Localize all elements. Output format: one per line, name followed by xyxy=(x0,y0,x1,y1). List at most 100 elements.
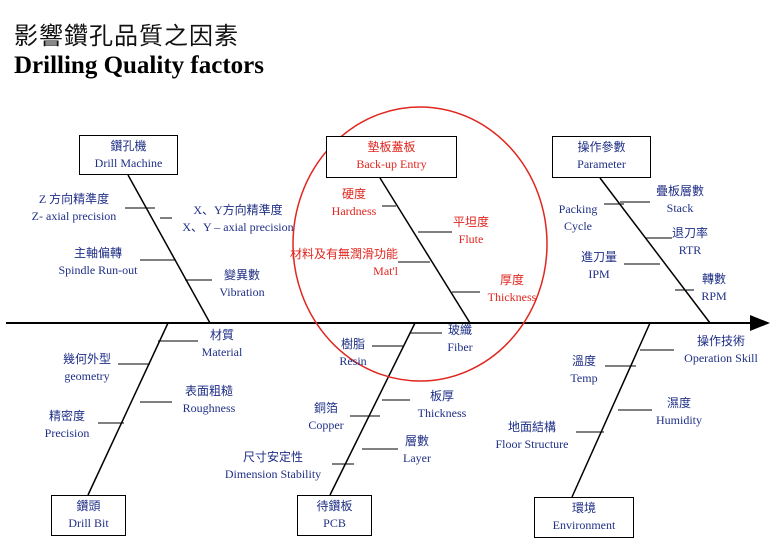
factor-operation-cn: 操作技術 xyxy=(696,334,745,348)
factor-fiber: 玻纖 Fiber xyxy=(440,322,480,356)
category-backup-entry-cn: 墊板蓋板 xyxy=(367,140,416,154)
bone-parameter xyxy=(599,177,711,324)
bone-backup-entry xyxy=(379,177,471,324)
factor-humidity-cn: 濕度 xyxy=(666,396,691,410)
factor-operation-en: Operation Skill xyxy=(684,351,758,365)
factor-spindle-cn: 主軸偏轉 xyxy=(73,246,122,260)
factor-material-lub-en: Mat'l xyxy=(373,264,398,278)
factor-material: 材質 Material xyxy=(196,327,248,361)
factor-material-lub-cn: 材料及有無潤滑功能 xyxy=(289,247,398,261)
factor-material-cn: 材質 xyxy=(209,328,234,342)
factor-temp-en: Temp xyxy=(570,371,598,385)
factor-precision: 精密度 Precision xyxy=(36,408,98,442)
factor-board-thickness-en: Thickness xyxy=(417,406,467,420)
category-backup-entry: 墊板蓋板 Back-up Entry xyxy=(326,136,457,178)
factor-hardness: 硬度 Hardness xyxy=(326,186,382,220)
factor-roughness-cn: 表面粗糙 xyxy=(184,384,233,398)
category-drill-machine: 鑽孔機 Drill Machine xyxy=(79,135,178,175)
bone-pcb xyxy=(329,322,416,496)
title-english: Drilling Quality factors xyxy=(14,52,264,79)
category-parameter-en: Parameter xyxy=(577,157,626,171)
factor-flute-cn: 平坦度 xyxy=(452,215,489,229)
highlight-ellipse xyxy=(292,106,548,382)
factor-geometry-en: geometry xyxy=(64,369,110,383)
factor-board-thickness-cn: 板厚 xyxy=(429,389,454,403)
factor-floor-cn: 地面結構 xyxy=(507,420,556,434)
category-drill-machine-en: Drill Machine xyxy=(94,156,163,170)
factor-material-en: Material xyxy=(201,345,243,359)
factor-z-precision-en: Z- axial precision xyxy=(31,209,117,223)
factor-dimension-en: Dimension Stability xyxy=(224,467,322,481)
factor-packing-cn: Packing xyxy=(558,202,598,216)
factor-floor: 地面結構 Floor Structure xyxy=(486,419,578,453)
factor-temp: 溫度 Temp xyxy=(564,353,604,387)
factor-rpm-cn: 轉數 xyxy=(701,272,726,286)
factor-thickness-top-en: Thickness xyxy=(487,290,537,304)
factor-stack-cn: 疊板層數 xyxy=(655,184,704,198)
factor-rtr: 退刀率 RTR xyxy=(670,225,710,259)
factor-geometry-cn: 幾何外型 xyxy=(62,352,111,366)
factor-packing-en: Cycle xyxy=(564,219,592,233)
factor-layer-en: Layer xyxy=(403,451,431,465)
factor-geometry: 幾何外型 geometry xyxy=(50,351,124,385)
factor-fiber-en: Fiber xyxy=(447,340,473,354)
factor-flute-en: Flute xyxy=(458,232,484,246)
factor-ipm: 進刀量 IPM xyxy=(576,249,622,283)
factor-roughness: 表面粗糙 Roughness xyxy=(174,383,244,417)
factor-board-thickness: 板厚 Thickness xyxy=(412,388,472,422)
factor-layer: 層數 Layer xyxy=(398,433,436,467)
factor-packing: Packing Cycle xyxy=(552,201,604,235)
factor-thickness-top: 厚度 Thickness xyxy=(481,272,543,306)
category-pcb: 待鑽板 PCB xyxy=(297,495,372,536)
factor-vibration-en: Vibration xyxy=(219,285,265,299)
factor-xy-precision-en: X、Y – axial precision xyxy=(182,220,294,234)
category-parameter-cn: 操作參數 xyxy=(577,140,626,154)
category-environment: 環境 Environment xyxy=(534,497,634,538)
category-parameter: 操作參數 Parameter xyxy=(552,136,651,178)
factor-rtr-cn: 退刀率 xyxy=(671,226,708,240)
factor-dimension: 尺寸安定性 Dimension Stability xyxy=(214,449,332,483)
factor-resin: 樹脂 Resin xyxy=(334,336,372,370)
factor-copper-en: Copper xyxy=(308,418,344,432)
category-drill-bit: 鑽頭 Drill Bit xyxy=(51,495,126,536)
factor-resin-en: Resin xyxy=(339,354,367,368)
category-environment-cn: 環境 xyxy=(571,501,596,515)
category-drill-bit-en: Drill Bit xyxy=(68,516,109,530)
factor-copper-cn: 銅箔 xyxy=(313,401,338,415)
factor-humidity: 濕度 Humidity xyxy=(650,395,708,429)
factor-hardness-en: Hardness xyxy=(331,204,377,218)
factor-roughness-en: Roughness xyxy=(182,401,236,415)
factor-spindle: 主軸偏轉 Spindle Run-out xyxy=(52,245,144,279)
factor-copper: 銅箔 Copper xyxy=(302,400,350,434)
category-drill-machine-cn: 鑽孔機 xyxy=(110,139,147,153)
factor-humidity-en: Humidity xyxy=(655,413,702,427)
title-chinese: 影響鑽孔品質之因素 xyxy=(14,22,239,50)
factor-precision-cn: 精密度 xyxy=(48,409,85,423)
factor-operation: 操作技術 Operation Skill xyxy=(676,333,766,367)
bone-environment xyxy=(571,322,651,498)
factor-stack: 疊板層數 Stack xyxy=(650,183,710,217)
factor-layer-cn: 層數 xyxy=(404,434,429,448)
factor-rpm-en: RPM xyxy=(701,289,727,303)
factor-xy-precision-cn: X、Y方向精準度 xyxy=(193,203,283,217)
factor-ipm-en: IPM xyxy=(588,267,610,281)
factor-fiber-cn: 玻纖 xyxy=(447,323,472,337)
factor-z-precision-cn: Z 方向精準度 xyxy=(38,192,110,206)
category-environment-en: Environment xyxy=(552,518,616,532)
factor-resin-cn: 樹脂 xyxy=(340,337,365,351)
factor-ipm-cn: 進刀量 xyxy=(580,250,617,264)
factor-rpm: 轉數 RPM xyxy=(695,271,733,305)
factor-rtr-en: RTR xyxy=(678,243,702,257)
factor-material-lub: 材料及有無潤滑功能 Mat'l xyxy=(272,246,398,280)
category-drill-bit-cn: 鑽頭 xyxy=(76,499,101,513)
factor-thickness-top-cn: 厚度 xyxy=(499,273,524,287)
factor-floor-en: Floor Structure xyxy=(495,437,569,451)
factor-flute: 平坦度 Flute xyxy=(450,214,492,248)
factor-spindle-en: Spindle Run-out xyxy=(58,263,138,277)
category-pcb-en: PCB xyxy=(323,516,346,530)
factor-vibration-cn: 變異數 xyxy=(223,268,260,282)
factor-hardness-cn: 硬度 xyxy=(341,187,366,201)
factor-precision-en: Precision xyxy=(44,426,90,440)
